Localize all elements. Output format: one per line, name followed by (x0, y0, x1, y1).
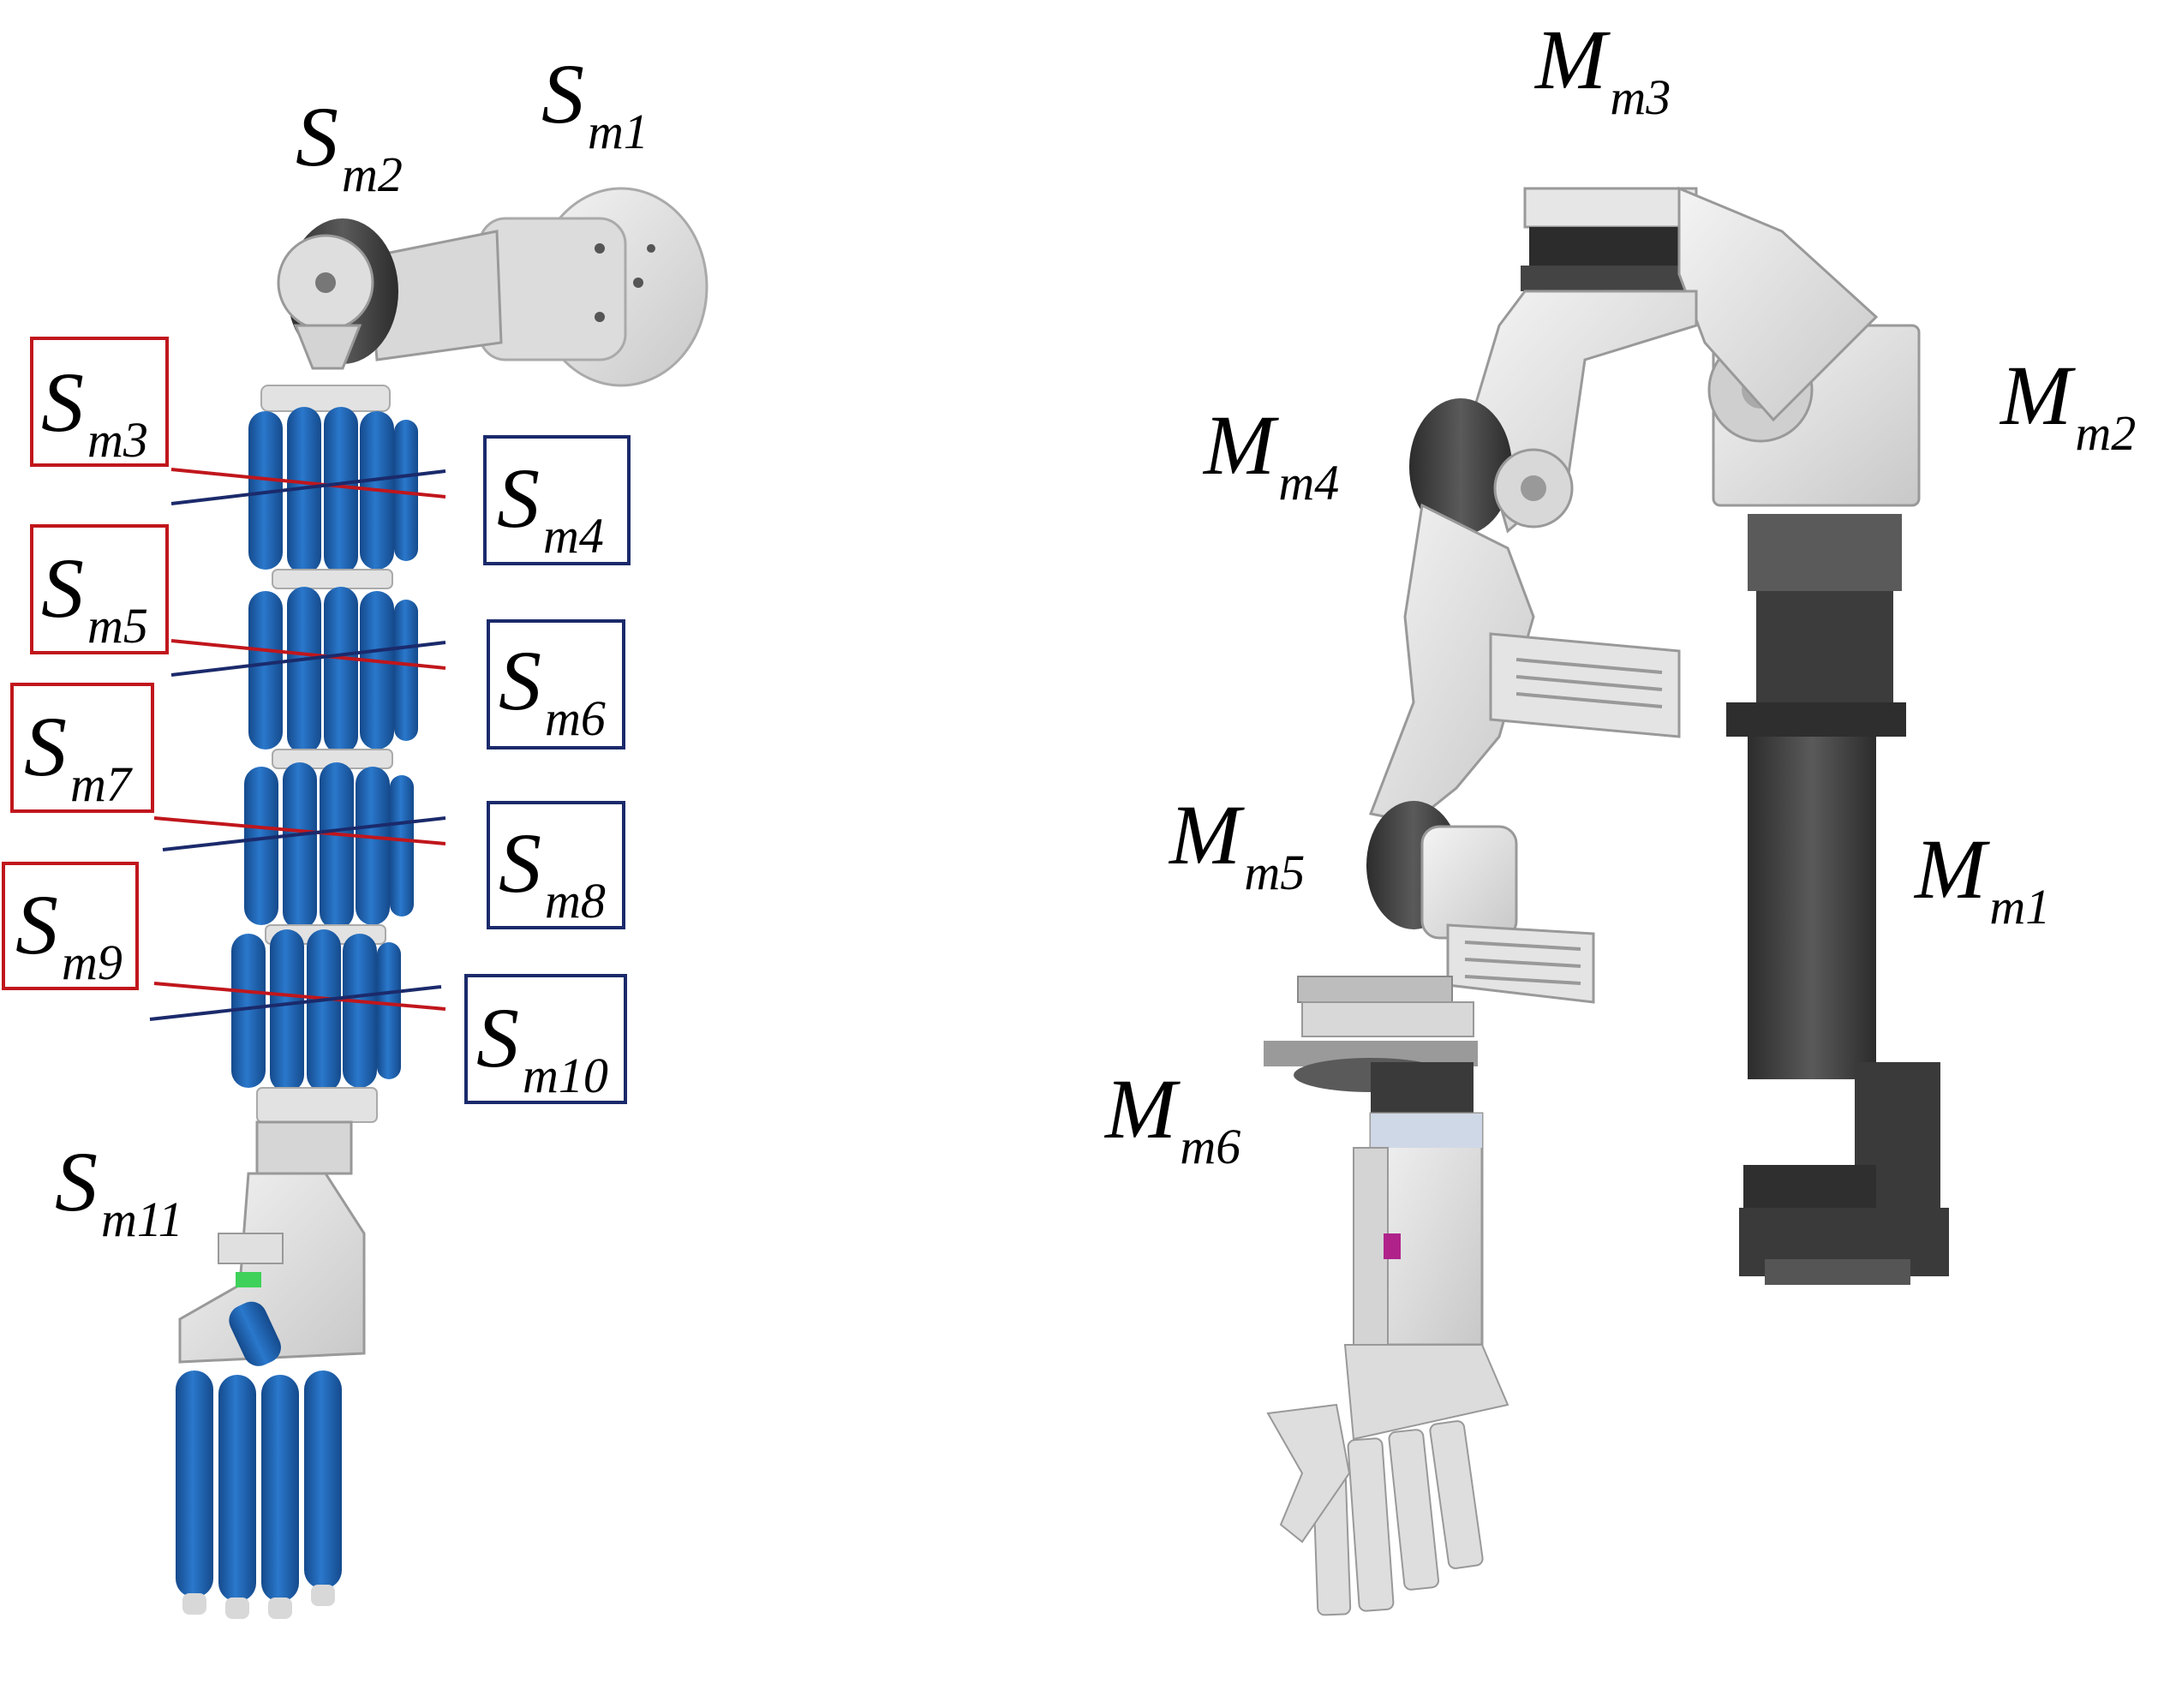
label-sm8-sub: m8 (545, 873, 606, 929)
label-mm5-sub: m5 (1244, 845, 1306, 900)
label-mm1-sub: m1 (1989, 879, 2051, 935)
label-sm8: Sm8 (499, 821, 606, 926)
label-sm4-base: S (497, 451, 540, 546)
sm4-box (483, 435, 631, 565)
label-sm1-base: S (541, 46, 584, 141)
sm6-box (487, 619, 625, 749)
label-mm1-base: M (1915, 821, 1987, 917)
label-sm1: Sm1 (541, 51, 649, 157)
actuator-segment-3 (244, 762, 414, 945)
label-mm5-base: M (1169, 787, 1241, 882)
label-sm2-sub: m2 (342, 146, 403, 202)
wrist-rotation (1264, 976, 1478, 1114)
label-sm10: Sm10 (476, 995, 608, 1101)
elbow-motor (1409, 398, 1574, 535)
label-sm8-base: S (499, 815, 541, 911)
label-sm5: Sm5 (41, 546, 148, 651)
sm3-box (30, 337, 169, 467)
label-sm3: Sm3 (41, 360, 148, 465)
wrist-module (178, 1120, 366, 1366)
actuator-segment-4 (231, 929, 401, 1123)
rigid-arm (1264, 186, 1949, 1616)
upper-arm-link (277, 218, 503, 370)
shoulder-disc (478, 187, 708, 387)
soft-arm (149, 187, 708, 1619)
label-sm9-sub: m9 (62, 935, 123, 990)
linear-rail (1726, 514, 1949, 1285)
forearm-link (1368, 503, 1681, 824)
label-sm11-base: S (55, 1134, 98, 1229)
label-sm7-base: S (24, 699, 67, 794)
label-sm5-sub: m5 (87, 598, 148, 654)
label-sm10-sub: m10 (523, 1048, 608, 1103)
label-mm3: Mm3 (1535, 17, 1671, 122)
label-sm10-base: S (476, 990, 519, 1085)
label-sm1-sub: m1 (588, 104, 649, 159)
label-mm6-sub: m6 (1180, 1119, 1241, 1174)
label-mm6: Mm6 (1105, 1066, 1240, 1172)
label-sm11-sub: m11 (101, 1191, 183, 1247)
label-sm4: Sm4 (497, 456, 604, 561)
label-sm2: Sm2 (296, 94, 403, 200)
robot-hand (1266, 1112, 1509, 1616)
label-mm2-sub: m2 (2075, 405, 2137, 461)
label-sm9-base: S (15, 877, 58, 972)
soft-fingers (176, 1371, 342, 1619)
label-sm3-base: S (41, 355, 84, 450)
label-sm7-sub: m7 (70, 756, 131, 812)
label-mm2-base: M (2000, 348, 2072, 443)
label-mm4-sub: m4 (1278, 455, 1340, 511)
label-mm4: Mm4 (1204, 403, 1339, 508)
label-sm11: Sm11 (55, 1139, 183, 1245)
label-mm3-sub: m3 (1610, 69, 1671, 125)
label-mm4-base: M (1204, 397, 1276, 493)
bending-plane-lines (149, 468, 446, 1021)
sm7-box (10, 683, 154, 813)
label-sm9: Sm9 (15, 882, 123, 988)
label-sm6-sub: m6 (545, 690, 606, 746)
sm5-box (30, 524, 169, 654)
label-mm5: Mm5 (1169, 792, 1305, 898)
label-mm2: Mm2 (2000, 353, 2136, 458)
label-mm6-base: M (1105, 1061, 1177, 1156)
label-sm2-base: S (296, 89, 338, 184)
label-mm1: Mm1 (1915, 827, 2050, 932)
actuator-segment-2 (248, 587, 418, 769)
label-mm3-base: M (1535, 12, 1607, 107)
sm8-box (487, 801, 625, 929)
label-sm4-sub: m4 (543, 508, 604, 564)
sm10-box (464, 974, 627, 1104)
actuator-stack (231, 385, 418, 1123)
sm9-box (2, 862, 139, 990)
wrist-motor (1366, 801, 1595, 1004)
label-sm6-base: S (499, 633, 541, 728)
label-sm6: Sm6 (499, 638, 606, 744)
label-sm3-sub: m3 (87, 412, 148, 468)
label-sm5-base: S (41, 540, 84, 636)
label-sm7: Sm7 (24, 704, 131, 809)
